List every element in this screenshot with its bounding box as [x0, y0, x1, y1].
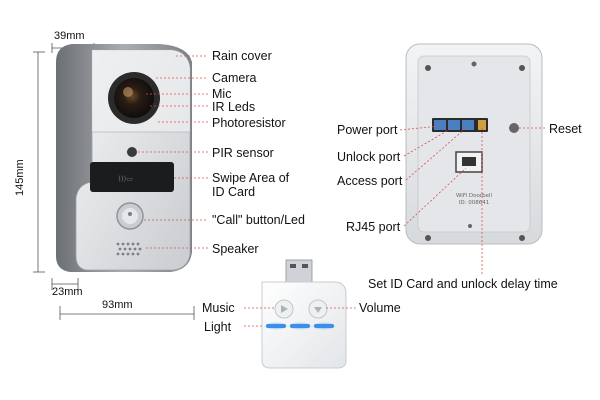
label-ir-leds: IR Leds: [212, 100, 256, 114]
front-doorbell-unit: )))▭: [56, 44, 192, 272]
label-power-port: Power port: [337, 123, 398, 137]
dimension-lines: [33, 43, 195, 320]
chime-leader-lines: [244, 307, 356, 327]
label-volume: Volume: [359, 301, 401, 315]
label-swipe-area-line1: Swipe Area of: [212, 171, 290, 185]
dimension-depth-label: 39mm: [54, 30, 85, 42]
label-rj45-port: RJ45 port: [346, 220, 401, 234]
label-swipe-area-line2: ID Card: [212, 185, 256, 199]
label-rain-cover: Rain cover: [212, 49, 272, 63]
device-name-text: WiFi Doorbell: [456, 193, 493, 199]
back-unit: [405, 43, 543, 245]
back-leader-lines: [399, 125, 546, 274]
label-photoresistor: Photoresistor: [212, 116, 286, 130]
label-pir-sensor: PIR sensor: [212, 146, 274, 160]
label-camera: Camera: [212, 71, 257, 85]
label-mic: Mic: [212, 87, 232, 101]
label-speaker: Speaker: [212, 242, 259, 256]
svg-text:)))▭: )))▭: [118, 175, 133, 183]
dimension-height-label: 145mm: [14, 159, 26, 196]
speaker-grill: [116, 242, 142, 256]
front-leader-lines: [138, 55, 208, 249]
device-id-text: ID: 008641: [459, 200, 489, 206]
label-reset: Reset: [549, 122, 582, 136]
label-set-id-card: Set ID Card and unlock delay time: [368, 277, 558, 291]
label-music: Music: [202, 301, 235, 315]
dimension-bottom-depth-label: 23mm: [52, 286, 83, 298]
label-call-button: "Call" button/Led: [212, 213, 305, 227]
chime-unit: [261, 259, 347, 369]
label-unlock-port: Unlock port: [337, 150, 401, 164]
label-light: Light: [204, 320, 232, 334]
label-access-port: Access port: [337, 174, 403, 188]
dimension-width-label: 93mm: [102, 299, 133, 311]
